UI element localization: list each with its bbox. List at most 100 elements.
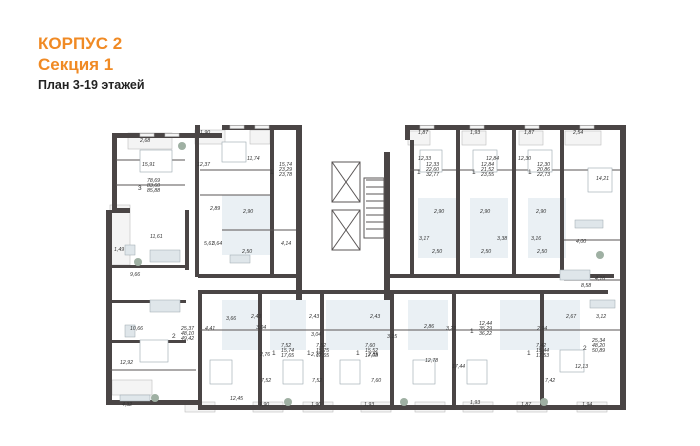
bed: [139, 339, 169, 363]
room-area-label: 1,90: [259, 402, 269, 408]
room-area-label: 1,93: [470, 400, 480, 406]
room-area-label: 2,50: [536, 249, 547, 255]
window: [164, 133, 180, 137]
room-area-label: 1,49: [114, 247, 124, 253]
plan-header: КОРПУС 2 Секция 1 План 3-19 этажей: [38, 34, 145, 94]
room-area-label: 12,78: [425, 358, 438, 364]
window: [229, 125, 245, 129]
wall: [106, 300, 186, 303]
apartment-living-area: 15,44: [536, 348, 549, 354]
bed: [209, 359, 233, 385]
furniture: [119, 394, 151, 402]
wall: [512, 130, 516, 275]
wall: [560, 130, 564, 275]
room-area-label: 12,30: [518, 156, 531, 162]
apartment-rooms: 1: [527, 350, 531, 357]
room-area-label: 3,66: [226, 316, 236, 322]
room-area-label: 3,12: [596, 314, 606, 320]
window: [419, 125, 435, 129]
plant-icon: [151, 394, 159, 402]
apartment-living-area: 23,29: [278, 167, 292, 173]
apartment-total-area: 7,42: [536, 343, 546, 349]
apartment-rooms: 1: [307, 350, 311, 357]
apartment-kitchen-area: 17,08: [365, 353, 378, 359]
wall: [405, 125, 625, 130]
bed: [587, 167, 613, 193]
room-area-label: 1,87: [418, 130, 429, 136]
apartment-kitchen-area: 22,73: [536, 172, 550, 178]
apartment-total-area: 15,74: [279, 162, 292, 168]
bathroom-zone: [270, 300, 306, 350]
apartment-living-area: 48,10: [181, 331, 194, 337]
room-area-label: 2,89: [209, 206, 220, 212]
wall: [106, 400, 198, 405]
bathroom-zone: [326, 300, 362, 350]
apartment-kitchen-area: 49,42: [181, 336, 194, 342]
bathroom-zone: [528, 198, 566, 258]
wall: [296, 152, 302, 300]
wall: [198, 405, 623, 410]
room-area-label: 12,45: [230, 396, 243, 402]
apartment-rooms: 1: [417, 169, 421, 176]
room-area-label: 2,90: [242, 209, 253, 215]
room-area-label: 2,43: [250, 314, 261, 320]
bathroom-zone: [222, 300, 258, 350]
apartment-kitchen-area: 50,89: [592, 348, 605, 354]
apartment-total-area: 12,84: [481, 162, 494, 168]
bathroom-zone: [500, 300, 540, 350]
room-area-label: 12,33: [418, 156, 431, 162]
room-area-label: 12,13: [575, 364, 588, 370]
apartment-living-area: 35,29: [479, 326, 492, 332]
room-area-label: 7,52: [312, 378, 322, 384]
apartment-total-area: 25,37: [180, 326, 195, 332]
wall: [195, 137, 199, 277]
apartment-kitchen-area: 32,77: [426, 172, 440, 178]
apartment-living-area: 15,75: [316, 348, 329, 354]
room-area-label: 3,15: [387, 334, 397, 340]
bed: [282, 359, 304, 385]
apartment-kitchen-area: 17,65: [316, 353, 329, 359]
room-area-label: 1,93: [364, 402, 374, 408]
furniture: [149, 249, 181, 263]
apartment-total-area: 78,69: [147, 178, 160, 184]
plant-icon: [134, 258, 142, 266]
room-area-label: 12,84: [486, 156, 499, 162]
apartment-rooms: 1: [272, 350, 276, 357]
elevator-shaft: [331, 161, 361, 203]
wall: [320, 294, 324, 406]
wall: [198, 294, 202, 406]
apartment-rooms: 1: [356, 350, 360, 357]
furniture: [124, 324, 136, 338]
room-area-label: 7,52: [261, 378, 271, 384]
room-area-label: 2,76: [310, 352, 321, 358]
apartment-living-area: 48,20: [592, 343, 605, 349]
plant-icon: [596, 251, 604, 259]
bathroom-zone: [418, 198, 456, 258]
wall: [195, 125, 200, 137]
bed: [527, 149, 553, 173]
building-title: КОРПУС 2: [38, 34, 123, 53]
balcony: [518, 130, 544, 146]
plant-icon: [540, 398, 548, 406]
balcony: [111, 379, 153, 396]
room-area-label: 4,00: [576, 239, 586, 245]
wall: [258, 294, 262, 406]
apartment-kitchen-area: 17,53: [536, 353, 549, 359]
wall: [620, 125, 626, 410]
balcony: [461, 130, 487, 146]
room-area-label: 2,90: [479, 209, 490, 215]
apartment-living-area: 21,52: [480, 167, 494, 173]
room-area-label: 1,87: [521, 402, 532, 408]
room-area-label: 14,21: [596, 176, 609, 182]
room-area-label: 2,86: [423, 324, 434, 330]
bathroom-zone: [408, 300, 448, 350]
bed: [466, 359, 488, 385]
room-area-label: 4,41: [205, 326, 215, 332]
apartment-total-area: 12,44: [479, 321, 492, 327]
room-area-label: 7,60: [371, 378, 381, 384]
